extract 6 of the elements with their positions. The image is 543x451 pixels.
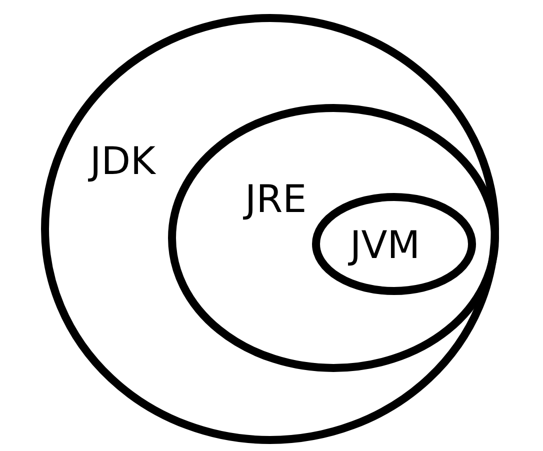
set-label: JDK: [90, 142, 156, 180]
ellipse: [168, 104, 499, 372]
ellipse: [312, 193, 476, 295]
set-label: JVM: [350, 226, 420, 264]
set-label: JRE: [245, 180, 307, 218]
ellipse: [41, 14, 499, 444]
